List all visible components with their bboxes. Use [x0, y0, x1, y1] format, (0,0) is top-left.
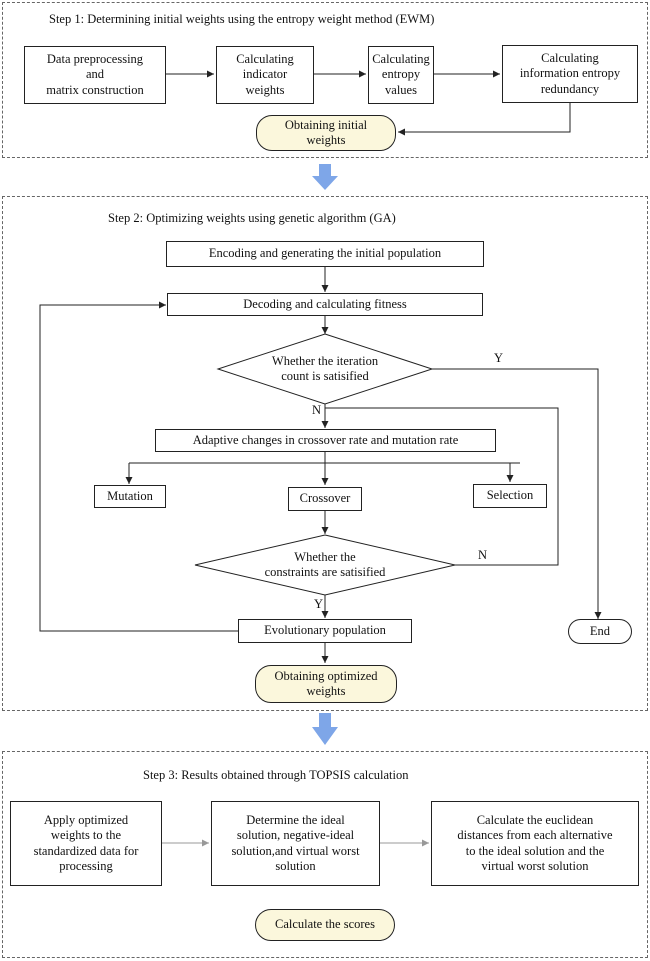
iteration-yes-label: Y: [494, 351, 504, 365]
obtaining-optimized-weights-oval: Obtaining optimized weights: [255, 665, 397, 703]
big-arrow-down-1: [312, 164, 338, 190]
constraint-yes-label: Y: [314, 597, 324, 611]
step1-section: [2, 2, 648, 158]
calculating-indicator-weights-box: Calculating indicator weights: [216, 46, 314, 104]
calculating-entropy-values-box: Calculating entropy values: [368, 46, 434, 104]
evolutionary-population-box: Evolutionary population: [238, 619, 412, 643]
iteration-no-label: N: [312, 403, 322, 417]
constraint-decision-diamond: [194, 534, 456, 596]
decoding-fitness-box: Decoding and calculating fitness: [167, 293, 483, 316]
calculate-euclidean-distances-box: Calculate the euclidean distances from e…: [431, 801, 639, 886]
iteration-decision-text: Whether the iteration count is satisifie…: [271, 353, 379, 383]
step1-title: Step 1: Determining initial weights usin…: [49, 12, 435, 26]
adaptive-rates-box: Adaptive changes in crossover rate and m…: [155, 429, 496, 452]
step3-section: [2, 751, 648, 958]
data-preprocessing-box: Data preprocessing and matrix constructi…: [24, 46, 166, 104]
constraint-no-label: N: [478, 548, 488, 562]
step2-title: Step 2: Optimizing weights using genetic…: [108, 211, 396, 225]
big-arrow-down-2: [312, 713, 338, 745]
step3-title: Step 3: Results obtained through TOPSIS …: [143, 768, 409, 782]
determine-ideal-solution-box: Determine the ideal solution, negative-i…: [211, 801, 380, 886]
selection-box: Selection: [473, 484, 547, 508]
mutation-box: Mutation: [94, 485, 166, 508]
constraint-decision-text: Whether the constraints are satisified: [264, 549, 386, 579]
step2-section: [2, 196, 648, 711]
end-terminal: End: [568, 619, 632, 644]
apply-optimized-weights-box: Apply optimized weights to the standardi…: [10, 801, 162, 886]
encoding-initial-population-box: Encoding and generating the initial popu…: [166, 241, 484, 267]
crossover-box: Crossover: [288, 487, 362, 511]
calculate-scores-oval: Calculate the scores: [255, 909, 395, 941]
information-entropy-redundancy-box: Calculating information entropy redundan…: [502, 45, 638, 103]
obtaining-initial-weights-oval: Obtaining initial weights: [256, 115, 396, 151]
iteration-decision-diamond: [216, 333, 434, 405]
